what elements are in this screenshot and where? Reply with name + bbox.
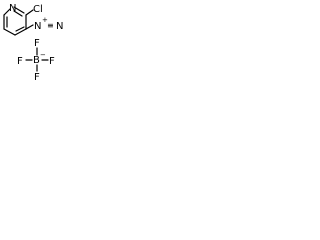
fluorine-right-label: F — [49, 56, 55, 67]
ring-bond-c5-c4 — [3, 28, 16, 36]
triple-bond-symbol: ≡ — [47, 21, 54, 30]
fluorine-left-label: F — [17, 56, 23, 67]
pyridine-ring: N — [3, 3, 27, 36]
bond-c2-cl — [25, 9, 34, 16]
diazonium-group: N + ≡ N — [25, 16, 63, 32]
borate-minus-charge: − — [40, 51, 46, 59]
diazonium-plus-charge: + — [42, 16, 48, 24]
chlorine-substituent: Cl — [25, 4, 43, 16]
fluorine-bottom-label: F — [34, 72, 40, 82]
chemical-structure-diagram: N Cl N + ≡ N B − F F F F — [3, 3, 63, 82]
ring-bond-c2-n1 — [13, 6, 25, 14]
ring-bond-c4-c3-double — [15, 26, 25, 32]
tetrafluoroborate-anion: B − F F F F — [17, 38, 55, 82]
ring-bond-n1-c6 — [3, 8, 11, 16]
ring-bond-c4-c3 — [14, 28, 27, 36]
ring-nitrogen-label: N — [9, 3, 16, 14]
fluorine-top-label: F — [34, 38, 40, 49]
boron-label: B — [33, 55, 40, 66]
diazonium-n1-label: N — [34, 21, 41, 32]
diazonium-n2-label: N — [56, 21, 63, 32]
ring-bond-c2-n1-double — [13, 10, 23, 17]
chlorine-label: Cl — [33, 4, 43, 15]
bond-c3-n-diazonium — [25, 24, 34, 30]
